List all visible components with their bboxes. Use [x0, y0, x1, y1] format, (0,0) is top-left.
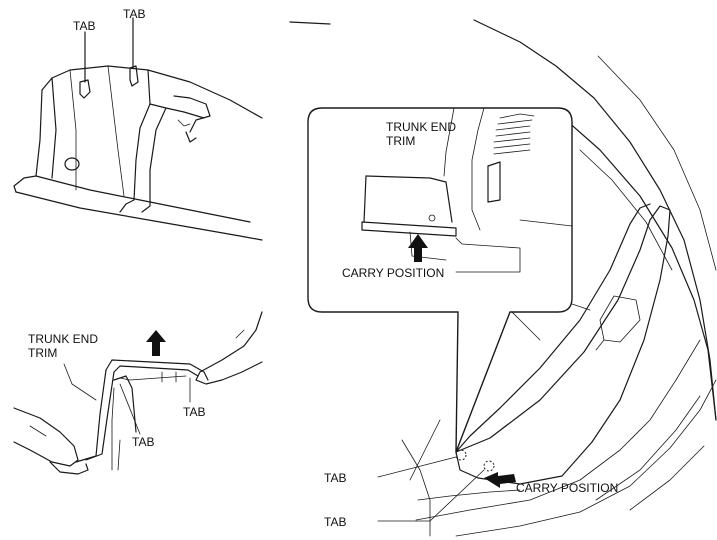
top-left-trim-view: [13, 17, 263, 241]
tab-label-top-left-2: TAB: [123, 7, 145, 21]
carry-position-label-callout: CARRY POSITION: [342, 266, 444, 280]
tab-label-right-2: TAB: [324, 515, 346, 529]
tab-label-bottom-left-2: TAB: [183, 405, 205, 419]
trunk-end-trim-label-callout-2: TRIM: [386, 134, 415, 148]
tab-label-right-1: TAB: [324, 471, 346, 485]
dashed-circle-icon: [483, 460, 495, 472]
detail-callout: [307, 107, 573, 453]
tab-label-top-left-1: TAB: [73, 19, 95, 33]
up-arrow-icon: [408, 234, 428, 262]
up-arrow-icon: [146, 330, 166, 356]
dashed-circle-icon: [455, 449, 467, 461]
trunk-end-trim-label-callout-1: TRUNK END: [386, 120, 456, 134]
trunk-end-trim-label-left-1: TRUNK END: [28, 332, 98, 346]
tab-label-bottom-left-1: TAB: [132, 435, 154, 449]
trunk-end-trim-label-left-2: TRIM: [28, 346, 57, 360]
right-installed-view: [289, 19, 717, 537]
carry-position-label-bottom: CARRY POSITION: [516, 481, 618, 495]
bottom-left-removal-view: [13, 311, 263, 475]
left-arrow-icon: [484, 472, 516, 488]
